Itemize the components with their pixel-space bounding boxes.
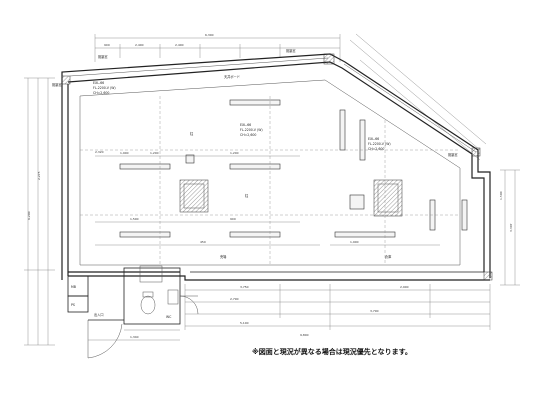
dim-inner-c: 1,200 [230, 151, 239, 155]
label-window-top-left: 既製窓 [98, 54, 108, 59]
fixture-5 [359, 119, 366, 161]
label-spec-c: 天井ボード [224, 74, 240, 79]
notice-text: ※図面と現況が異なる場合は現況優先となります。 [252, 348, 412, 356]
dim-inner-b: 1,200 [150, 151, 159, 155]
label-room-sub: 倉庫 [385, 254, 392, 259]
column-corner-right [471, 147, 481, 157]
left-dimensions: 6,200 2,275 [24, 77, 55, 346]
label-spec-f: EXL-66 [368, 137, 379, 141]
dim-right-b: 1,500 [499, 191, 503, 200]
right-dimensions: 3,307 1,500 [499, 169, 520, 286]
label-ceiling-a: CH=2,600 [93, 91, 109, 95]
dim-bottom-overall: 9,800 [300, 333, 309, 337]
label-room-main: 売場 [220, 254, 227, 259]
label-ceiling-b: CH=2,600 [240, 133, 256, 137]
label-toilet: WC [166, 315, 172, 319]
dim-inner-e: 900 [230, 217, 236, 221]
dim-top-a: 900 [104, 43, 110, 47]
dim-bottom-a: 3,750 [240, 285, 249, 289]
top-dimensions: 6,300 900 2,400 2,400 [94, 33, 341, 62]
dim-bottom-b: 2,900 [400, 285, 409, 289]
label-meter: MB [71, 285, 76, 289]
dim-inner-f: 450 [200, 240, 206, 244]
dim-left-overall: 6,200 [27, 211, 31, 220]
dim-top-overall: 6,300 [205, 33, 214, 37]
dim-bottom-d: 3,790 [370, 309, 379, 313]
column-b [373, 179, 403, 217]
dim-right-a: 3,307 [509, 223, 513, 232]
label-spec-d: EXL-66 [240, 123, 251, 127]
label-column-a: 柱 [190, 131, 194, 136]
dim-inner-g: 1,900 [350, 240, 359, 244]
label-window-right: 既製窓 [448, 152, 458, 157]
label-column-b: 柱 [245, 193, 249, 198]
label-spec-g: FL-2200-V (W) [368, 142, 391, 146]
label-ps: PS [71, 303, 75, 307]
column-a [179, 179, 209, 213]
column-corner-tl [61, 75, 71, 85]
label-ceiling-c: CH=2,600 [368, 147, 384, 151]
bottom-dimensions: 3,750 2,900 2,790 3,790 5,100 1,340 9,80… [130, 284, 491, 339]
fixture-10 [461, 199, 468, 231]
dim-bottom-e: 5,100 [240, 321, 249, 325]
interior-dimension-lines: 1,900 1,200 1,200 1,500 900 450 1,900 2,… [80, 96, 460, 265]
fixture-8 [334, 231, 396, 238]
label-spec-e: FL-2200-V (W) [240, 128, 263, 132]
dim-bottom-f: 1,340 [130, 335, 139, 339]
label-window-top-right: 既製窓 [286, 48, 296, 53]
label-spec-b: FL-2200-V (W) [93, 86, 116, 90]
dim-inner-d: 1,500 [130, 217, 139, 221]
smoke-detector [185, 154, 195, 164]
diagonal-dimensions [349, 33, 487, 161]
fixture-7 [229, 231, 281, 238]
dim-top-c: 2,400 [175, 43, 184, 47]
fixture-2 [229, 163, 281, 170]
ceiling-hatch [349, 194, 365, 210]
dim-inner-a: 1,900 [120, 151, 129, 155]
dim-top-b: 2,400 [135, 43, 144, 47]
label-entrance: 出入口 [94, 312, 104, 317]
label-spec-a: EXL-66 [93, 81, 104, 85]
column-corner-br [483, 271, 493, 281]
dim-bottom-c: 2,790 [230, 297, 239, 301]
label-window-left: 既製窓 [52, 82, 62, 87]
fixture-6 [119, 231, 171, 238]
dim-inner-h: 2,320 [95, 150, 104, 154]
fixture-1 [119, 163, 171, 170]
dim-left-a: 2,275 [37, 171, 41, 180]
spec-labels: EXL-66 FL-2200-V (W) CH=2,600 天井ボード EXL-… [52, 48, 458, 259]
fixture-3 [229, 99, 281, 106]
lower-left-area: MB PS 出入口 WC [67, 265, 199, 359]
light-fixtures [119, 99, 468, 238]
fixture-4 [339, 109, 346, 151]
column-corner-top [323, 53, 335, 65]
